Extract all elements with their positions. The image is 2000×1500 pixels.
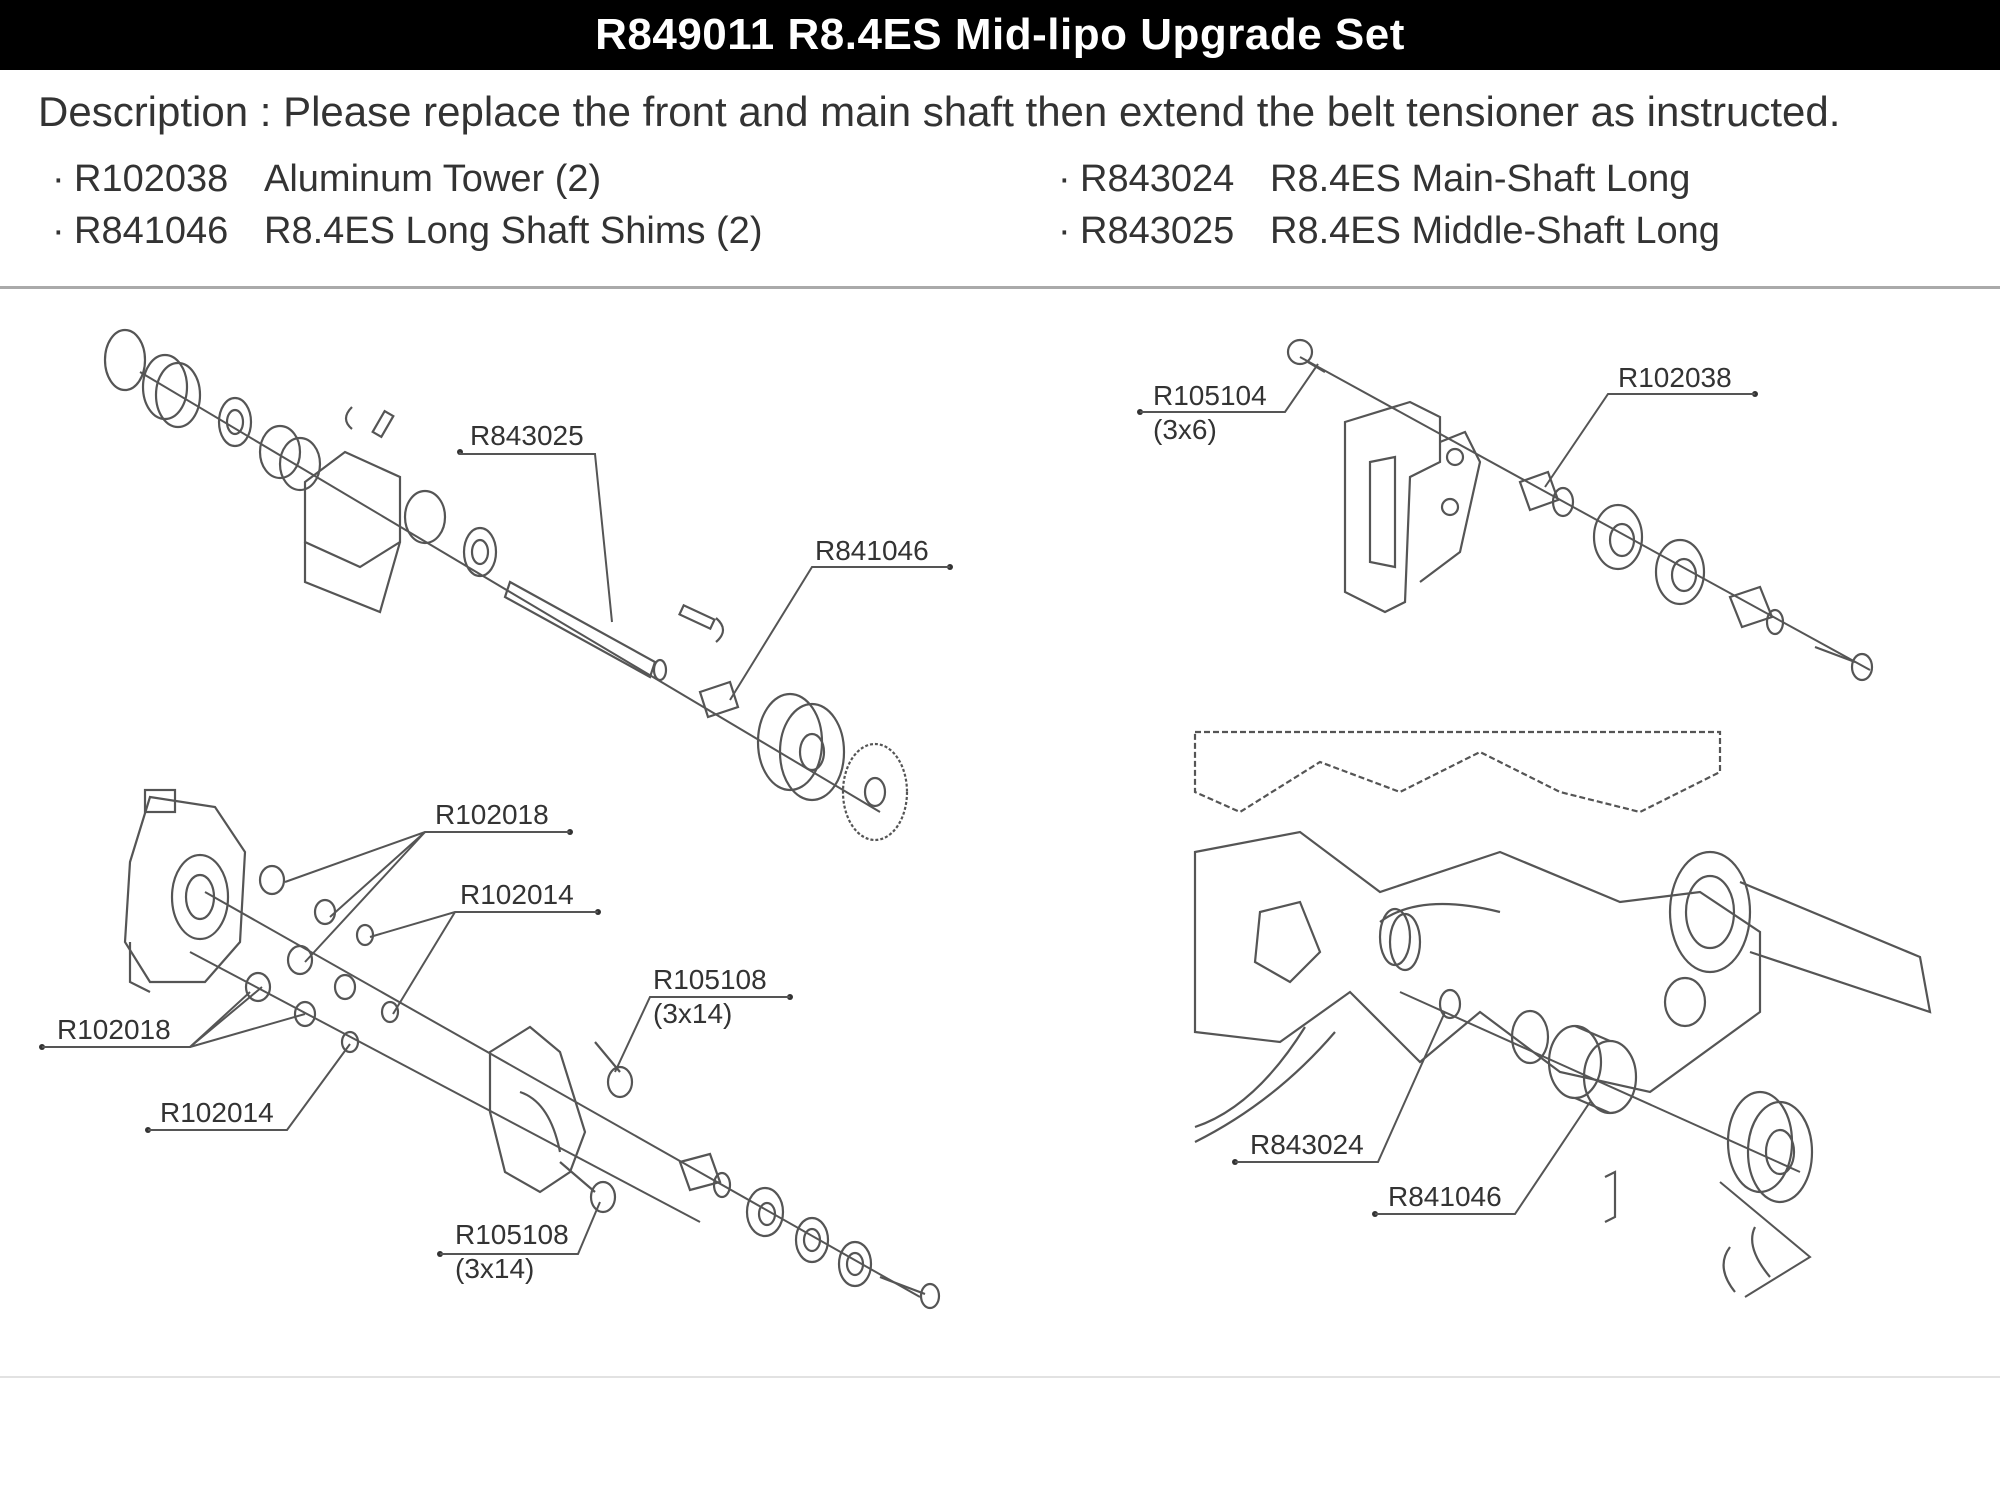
callout-r843024: R843024 — [1232, 1011, 1446, 1165]
pins — [678, 603, 725, 643]
spacer — [258, 424, 322, 492]
callout-label: R841046 — [1388, 1181, 1502, 1212]
tower-assembly: R105104 (3x6) R102038 — [1137, 338, 1874, 682]
spacer — [1547, 1024, 1638, 1115]
callout-r105108-lower: R105108 (3x14) — [437, 1201, 601, 1284]
bearing — [217, 396, 253, 448]
tensioner-plate — [488, 1025, 587, 1194]
middle-shaft — [503, 580, 668, 682]
bearing — [745, 1186, 785, 1238]
part-item: · R843024 R8.4ES Main-Shaft Long — [1058, 158, 1690, 201]
callout-r102014-upper: R102014 — [369, 879, 601, 1015]
callout-sublabel: (3x6) — [1153, 414, 1217, 445]
callout-r102018-lower: R102018 — [39, 986, 306, 1050]
spacers-upper — [244, 864, 400, 1054]
callout-sublabel: (3x14) — [653, 998, 732, 1029]
callout-label: R102014 — [460, 879, 574, 910]
part-code: R102038 — [74, 158, 229, 200]
callout-r102014-lower: R102014 — [145, 1043, 351, 1133]
callout-label: R105108 — [455, 1219, 569, 1250]
callout-label: R105104 — [1153, 380, 1267, 411]
tower-bracket — [1343, 400, 1482, 614]
bullet: · — [1058, 210, 1071, 252]
page-title: R849011 R8.4ES Mid-lipo Upgrade Set — [595, 10, 1405, 59]
pulley — [1726, 1090, 1814, 1204]
bearing — [1592, 503, 1644, 571]
bullet: · — [52, 158, 65, 200]
callout-label: R102018 — [57, 1014, 171, 1045]
callout-r102038: R102038 — [1544, 362, 1758, 488]
bearing — [1654, 538, 1706, 606]
callout-r843025: R843025 — [457, 420, 613, 623]
installed-view: R843024 R841046 — [1193, 730, 1932, 1298]
pulley-large — [756, 692, 846, 802]
callout-r102018-upper: R102018 — [284, 799, 573, 963]
spur-gear — [841, 742, 909, 842]
part-code: R843025 — [1080, 210, 1235, 252]
callout-label: R843024 — [1250, 1129, 1364, 1160]
callout-label: R105108 — [653, 964, 767, 995]
spacer — [678, 1152, 732, 1199]
pulley-installed — [1378, 907, 1422, 972]
screw-3x14 — [559, 1161, 617, 1214]
callout-label: R102018 — [435, 799, 549, 830]
exploded-diagram: R843025 R841046 — [39, 328, 1932, 1310]
header-divider — [0, 286, 2000, 289]
part-name: R8.4ES Long Shaft Shims (2) — [264, 210, 763, 252]
part-item: · R843025 R8.4ES Middle-Shaft Long — [1058, 210, 1720, 253]
callout-label: R843025 — [470, 420, 584, 451]
callout-r105108-upper: R105108 (3x14) — [614, 964, 793, 1073]
part-item: · R841046 R8.4ES Long Shaft Shims (2) — [52, 210, 762, 253]
bullet: · — [52, 210, 65, 252]
part-code: R843024 — [1080, 158, 1235, 200]
callout-r105104: R105104 (3x6) — [1137, 363, 1319, 445]
bearing-block — [303, 450, 402, 614]
middle-shaft-assembly: R843025 R841046 — [103, 328, 953, 842]
chassis-frame — [1193, 730, 1762, 1143]
callout-label: R841046 — [815, 535, 929, 566]
description-text: Description : Please replace the front a… — [38, 88, 1841, 135]
bearing-housing — [123, 788, 247, 993]
part-name: Aluminum Tower (2) — [264, 158, 602, 200]
callout-r841046: R841046 — [729, 535, 953, 701]
callout-label: R102038 — [1618, 362, 1732, 393]
e-clip — [1719, 1181, 1812, 1298]
part-name: R8.4ES Middle-Shaft Long — [1270, 210, 1720, 252]
screw-3x14 — [594, 1041, 634, 1099]
callout-label: R102014 — [160, 1097, 274, 1128]
callout-sublabel: (3x14) — [455, 1253, 534, 1284]
bearing — [462, 526, 498, 578]
diff-housing — [1663, 850, 1932, 1028]
title-bar: R849011 R8.4ES Mid-lipo Upgrade Set — [0, 0, 2000, 70]
pin — [1604, 1170, 1617, 1223]
shim — [1510, 1009, 1550, 1065]
screw — [1814, 645, 1874, 682]
part-item: · R102038 Aluminum Tower (2) — [52, 158, 601, 201]
bearing — [837, 1240, 873, 1288]
part-name: R8.4ES Main-Shaft Long — [1270, 158, 1691, 200]
callout-r841046: R841046 — [1372, 1101, 1591, 1217]
footer-divider — [0, 1376, 2000, 1378]
bullet: · — [1058, 158, 1071, 200]
drive-gear-small — [103, 328, 202, 429]
part-code: R841046 — [74, 210, 229, 252]
aluminum-tower — [1518, 470, 1575, 518]
spacer — [1728, 585, 1785, 636]
tensioner-assembly: R102018 R102014 R105108 (3x14) R102018 R… — [39, 788, 941, 1310]
bearing — [794, 1216, 830, 1264]
pins — [344, 406, 395, 439]
screw — [879, 1275, 941, 1310]
spacer — [403, 489, 447, 545]
shaft-shim — [698, 680, 740, 719]
main-shaft-end — [1438, 988, 1462, 1020]
